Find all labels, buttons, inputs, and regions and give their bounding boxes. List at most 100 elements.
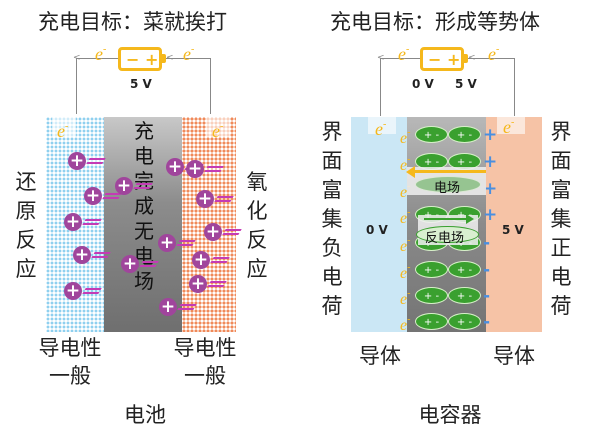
positive-terminal: + — [447, 50, 461, 69]
left-conductivity-label: 导电性 一般 — [30, 334, 110, 390]
power-source: − + — [420, 47, 464, 71]
electron-symbol: e — [400, 291, 408, 308]
interface-electron: e- — [400, 204, 410, 228]
reduction-char: 原 — [15, 199, 37, 223]
electron-symbol: e — [398, 44, 406, 64]
side-char: 富 — [550, 178, 572, 202]
electron-label: e- — [57, 118, 68, 140]
electron-symbol: e — [400, 265, 408, 282]
interface-electron: e- — [400, 124, 410, 148]
reduction-char: 还 — [15, 170, 37, 194]
electron-charge: - — [496, 44, 500, 55]
cation-icon: + — [192, 250, 210, 270]
electron-charge: - — [65, 121, 69, 132]
electron-box-left — [52, 117, 76, 137]
dipole-ellipse: + - — [448, 153, 481, 170]
oxidation-char: 化 — [246, 199, 268, 223]
side-char: 富 — [321, 178, 343, 202]
electron-label: e- — [212, 118, 223, 140]
right-plate-voltage: 5 V — [502, 223, 524, 237]
electron-symbol: e — [212, 121, 220, 141]
cation-icon: + — [84, 186, 102, 206]
wire-left — [380, 58, 381, 116]
battery-tip — [464, 54, 468, 63]
side-char: 集 — [550, 207, 572, 231]
electron-symbol: e — [57, 121, 65, 141]
cation-icon: + — [73, 245, 91, 265]
side-char: 界 — [321, 120, 343, 144]
reduction-char: 反 — [15, 228, 37, 252]
conductivity-line: 导电性 — [173, 336, 237, 360]
side-char: 面 — [550, 149, 572, 173]
electron-charge: - — [407, 207, 411, 218]
conductivity-line: 导电性 — [38, 336, 102, 360]
electron-charge: - — [407, 314, 411, 325]
electron-label: e- — [183, 41, 194, 63]
electron-charge: - — [407, 154, 411, 165]
dipole-ellipse: + - — [448, 287, 481, 304]
positive-charge-marker: - — [483, 260, 491, 280]
electron-charge: - — [407, 262, 411, 273]
side-char: 正 — [550, 236, 572, 260]
electron-charge: - — [407, 288, 411, 299]
interface-electron: e- — [400, 151, 410, 175]
capacitor-caption: 电容器 — [418, 403, 482, 427]
electron-charge: - — [220, 121, 224, 132]
electron-symbol: e — [400, 238, 408, 255]
negative-terminal: − — [428, 50, 442, 69]
positive-charge-marker: - — [483, 233, 491, 253]
oxidation-char: 氧 — [246, 170, 268, 194]
positive-charge-marker: - — [483, 312, 491, 332]
positive-charge-marker: + — [483, 179, 498, 199]
interface-electron: e- — [400, 232, 410, 256]
arrow-into-source-icon: < — [166, 53, 174, 63]
dipole-ellipse: + - — [448, 261, 481, 278]
dipole-ellipse: + - — [415, 261, 448, 278]
electron-charge: - — [191, 44, 195, 55]
center-char: 充 — [134, 119, 154, 143]
capacitor-title: 充电目标：形成等势体 — [330, 10, 540, 34]
electron-label: e- — [503, 114, 514, 136]
electron-symbol: e — [400, 157, 408, 174]
positive-charge-marker: - — [483, 286, 491, 306]
electron-charge: - — [407, 235, 411, 246]
oxidation-char: 应 — [246, 257, 268, 281]
side-char: 面 — [321, 149, 343, 173]
wire-top-left — [380, 58, 420, 59]
positive-charge-marker: + — [483, 205, 498, 225]
conductivity-line: 一般 — [184, 364, 226, 388]
cation-icon: + — [196, 189, 214, 209]
cation-icon: + — [64, 212, 82, 232]
left-plate-voltage: 0 V — [366, 223, 388, 237]
positive-charge-marker: + — [483, 125, 498, 145]
cation-icon: + — [186, 159, 204, 179]
cation-icon: + — [115, 176, 133, 196]
cation-icon: + — [166, 157, 184, 177]
wire-left — [76, 58, 77, 114]
center-char: 无 — [134, 219, 154, 243]
side-char: 集 — [321, 207, 343, 231]
faded-dipole — [415, 176, 481, 193]
center-char: 场 — [134, 269, 154, 293]
electron-symbol: e — [375, 119, 383, 139]
positive-charge-marker: + — [483, 152, 498, 172]
center-char: 完 — [134, 169, 154, 193]
side-char: 负 — [321, 236, 343, 260]
side-char: 荷 — [321, 294, 343, 318]
oxidation-label: 氧 化 反 应 — [245, 168, 269, 284]
conductivity-line: 一般 — [49, 364, 91, 388]
positive-terminal: + — [145, 50, 159, 69]
electron-charge: - — [406, 44, 410, 55]
electron-symbol: e — [400, 210, 408, 227]
left-conductor-label: 导体 — [359, 344, 401, 368]
electron-label: e- — [95, 41, 106, 63]
center-char: 电 — [134, 244, 154, 268]
electron-label: e- — [375, 116, 386, 138]
field-arrow-head-icon — [406, 165, 415, 178]
electron-box-right — [497, 117, 525, 134]
electron-charge: - — [103, 44, 107, 55]
electron-charge: - — [383, 119, 387, 130]
interface-electron: e- — [400, 285, 410, 309]
interface-electron: e- — [400, 259, 410, 283]
oxidation-char: 反 — [246, 228, 268, 252]
